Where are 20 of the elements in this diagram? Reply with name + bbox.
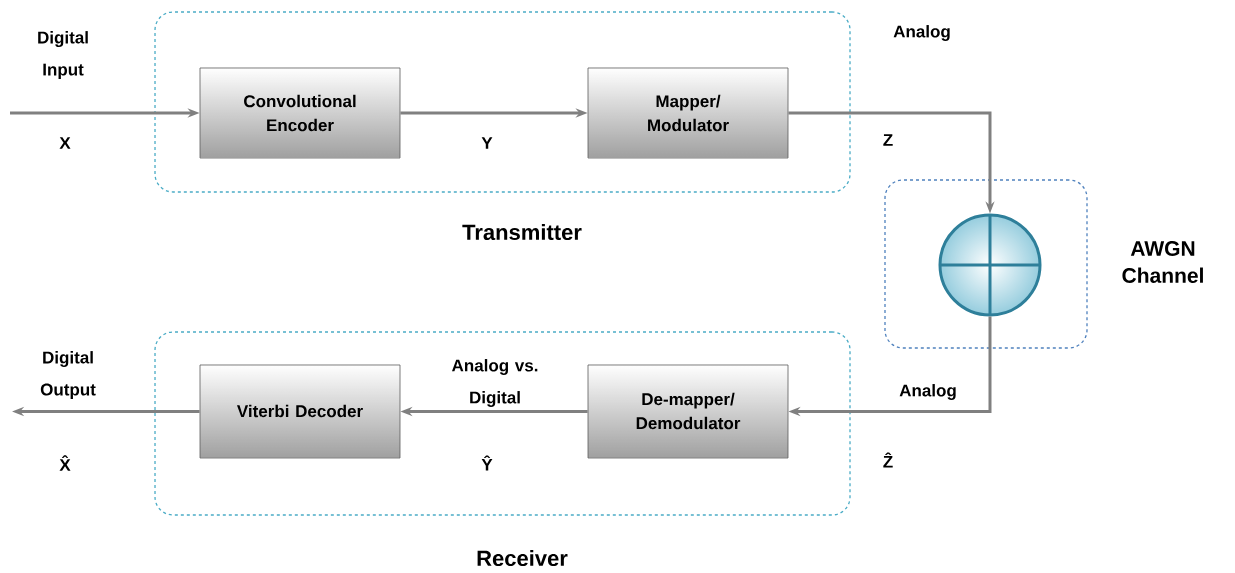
process-box: Mapper/ Modulator xyxy=(587,67,789,159)
node-label: AWGN Channel xyxy=(1122,241,1203,283)
edge-label: Y xyxy=(481,137,493,149)
edge-label: X xyxy=(59,137,71,149)
process-box: Convolutional Encoder xyxy=(199,67,401,159)
signal-label: Digital Output xyxy=(40,351,96,399)
edge-label: Z xyxy=(883,134,893,146)
signal-label: Analog xyxy=(899,384,956,400)
edge-label: X̂ xyxy=(59,455,71,471)
node-label: Transmitter xyxy=(462,223,582,241)
edge-label: Ŷ xyxy=(481,455,493,471)
signal-label: Digital Input xyxy=(38,31,88,79)
signal-label: Analog xyxy=(893,25,950,41)
signal-label: Analog vs. Digital xyxy=(452,359,538,407)
node-label: Receiver xyxy=(477,549,568,567)
adder-circle xyxy=(938,213,1042,317)
process-box: Viterbi Decoder xyxy=(199,364,401,459)
dashed-group-box: AWGN Channel xyxy=(884,179,1203,349)
process-box: De-mapper/ Demodulator xyxy=(587,364,789,459)
edge-label: Ẑ xyxy=(883,452,893,468)
